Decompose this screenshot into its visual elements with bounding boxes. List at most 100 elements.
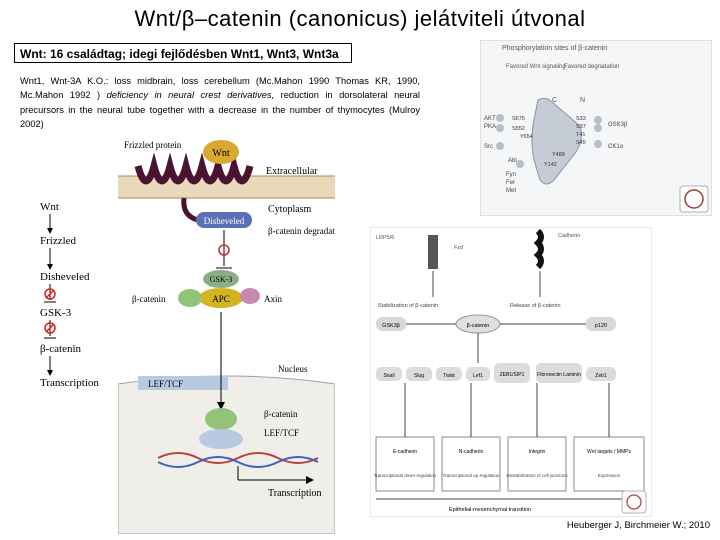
lef2-label: LEF/TCF: [264, 428, 299, 438]
target-zeb1-sip1: [494, 363, 530, 383]
pathway-legend: Wnt Frizzled Disheveled GSK-3 β-catenin …: [40, 201, 99, 389]
frizzled-label: Frizzled protein: [124, 140, 182, 150]
lef-tcf-protein: [199, 429, 243, 449]
lrp-receptor: [428, 235, 438, 269]
legend-wnt: Wnt: [40, 201, 59, 213]
axin-label: Axin: [264, 294, 283, 304]
kinase-met: Met: [506, 188, 516, 194]
emt-label: Epithelial-mesenchymal transition: [449, 507, 531, 513]
transcription-label: Transcription: [268, 488, 322, 499]
effect-wnt-targets: [573, 436, 645, 492]
effect-integrin-sub: Destabilization of cell junctions: [506, 473, 568, 478]
disheveled-label: Disheveled: [204, 216, 245, 226]
effect-wnt-targets-label: Wnt targets / MMPs: [587, 449, 631, 455]
effect-ecadherin-sub: Transcriptional down-regulation: [374, 473, 437, 478]
cadherin-receptor: [533, 228, 544, 270]
legend-disheveled: Disheveled: [40, 271, 90, 283]
gsk3b-box: [376, 317, 406, 331]
site-s675: S675: [512, 116, 525, 122]
effect-ecadherin-label: E-cadherin: [393, 449, 417, 455]
target-fibronectin-label: Fibronectin Laminin: [537, 372, 581, 378]
inhibit-icon: [44, 288, 56, 300]
gsk3-label: GSK-3: [210, 275, 233, 284]
legend-frizzled: Frizzled: [40, 235, 77, 247]
cell-membrane: [118, 176, 335, 198]
site-s45: S45: [576, 140, 586, 146]
wnt-ligand: [203, 140, 239, 164]
effect-wnt-targets-sub: Expression: [598, 473, 621, 478]
body-part-1: Wnt1, Wnt-3A K.O.: loss midbrain, loss c…: [20, 76, 420, 101]
body-paragraph: Wnt1, Wnt-3A K.O.: loss midbrain, loss c…: [20, 74, 420, 131]
kinase-fyn: Fyn: [506, 172, 516, 178]
dna-strand: [157, 452, 319, 464]
target-twist: [436, 367, 462, 381]
effect-integrin-label: Integrin: [529, 449, 546, 455]
lef-label: LEF/TCF: [148, 379, 183, 389]
n-terminus: N: [580, 97, 585, 104]
site-y142: Y142: [544, 162, 557, 168]
kinase-pka: PKA: [484, 124, 496, 130]
phospho-col2: Favored degradation: [564, 64, 619, 70]
figure-credit: Heuberger J, Birchmeier W.; 2010: [566, 520, 710, 531]
extracellular-label: Extracellular: [266, 166, 318, 177]
kinase-fer: Fer: [506, 180, 515, 186]
target-snail-label: Snail: [383, 373, 394, 379]
site-y654: Y654: [520, 134, 533, 140]
kinase-ck1a: CK1α: [608, 144, 624, 150]
site-s552: S552: [512, 126, 525, 132]
legend-transcription: Transcription: [40, 377, 99, 389]
target-lef1-label: Lef1: [473, 373, 483, 379]
degradation-label: β-catenin degradation: [268, 226, 335, 236]
slide-title: Wnt/β–catenin (canonicus) jelátviteli út…: [134, 6, 586, 31]
cadherin-label: Cadherin: [558, 233, 580, 239]
effect-ecadherin: [375, 436, 435, 492]
target-fibronectin: [536, 363, 582, 383]
release-label: Release of β-catenin: [510, 303, 561, 309]
target-snail: [376, 367, 402, 381]
phospho-title: Phosphorylation sites of β-catenin: [502, 45, 607, 52]
gsk3-protein: [203, 270, 239, 288]
body-part-3: reduction in dorsolateral neural precurs…: [20, 90, 420, 129]
kinase-src: Src: [484, 144, 493, 150]
apc-label: APC: [212, 294, 230, 304]
gsk3b-box-label: GSK3β: [382, 323, 400, 329]
target-zeb1: [586, 367, 616, 381]
center-label: β-catenin: [467, 323, 490, 329]
inhibit-icon: [44, 322, 56, 334]
frizzled-receptor: [134, 152, 254, 185]
effect-ncadherin-label: N-cadherin: [459, 449, 484, 455]
target-slug: [406, 367, 432, 381]
wnt-label: Wnt: [212, 148, 229, 159]
subtitle-box: Wnt: 16 családtag; idegi fejlődésben Wnt…: [14, 43, 352, 63]
bcatenin-nuclear: [205, 408, 237, 430]
effect-integrin: [507, 436, 567, 492]
site-y489: Y489: [552, 152, 565, 158]
body-part-2-italic: deficiency in neural crest derivatives,: [106, 90, 275, 101]
apc-protein: [199, 288, 243, 308]
target-slug-label: Slug: [414, 373, 424, 379]
stabilization-label: Stabilization of β-catenin: [378, 303, 438, 309]
bcatenin-label: β-catenin: [132, 294, 166, 304]
kinase-gsk3b: GSK3β: [608, 122, 628, 128]
p120-box-label: p120: [595, 323, 607, 329]
target-twist-label: Twist: [443, 373, 455, 379]
target-zeb1-sip1-label: ZEB1/SIP1: [500, 372, 525, 378]
legend-bcatenin: β-catenin: [40, 343, 82, 355]
site-s37: S37: [576, 124, 586, 130]
fzd-label: Fzd: [454, 245, 463, 251]
emt-cascade-diagram: LRP5/6 Fzd Cadherin Stabilization of β-c…: [370, 227, 652, 517]
disheveled-protein: [196, 212, 252, 228]
target-lef1: [466, 367, 490, 381]
effect-ncadherin: [441, 436, 501, 492]
site-t41: T41: [576, 132, 585, 138]
wnt-pathway-illustration: Frizzled protein Wnt Extracellular Dishe…: [118, 136, 335, 534]
nucleus-region: [118, 375, 335, 534]
phospho-col1: Favored Wnt signaling: [506, 64, 566, 70]
kinase-abl: Abl: [508, 158, 517, 164]
bcatenin2-label: β-catenin: [264, 409, 298, 419]
kinase-akt: AKT: [484, 116, 496, 122]
journal-logo-2: [621, 490, 647, 514]
nucleus-label: Nucleus: [278, 364, 308, 374]
effect-ncadherin-sub: Transcriptional up-regulation: [443, 473, 500, 478]
legend-gsk3: GSK-3: [40, 307, 72, 319]
